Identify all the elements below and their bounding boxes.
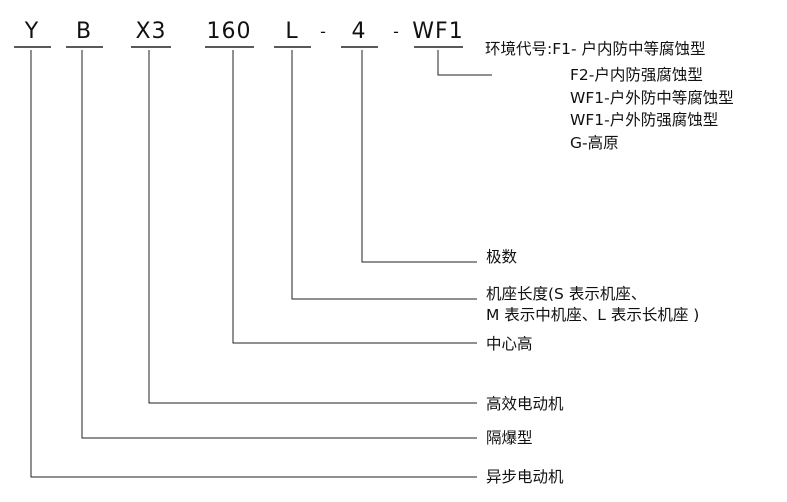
code-x3: X3 xyxy=(135,19,166,44)
label-env-line2: F2-户内防强腐蚀型 xyxy=(570,66,703,84)
code-length-l: L xyxy=(285,19,298,44)
separator-2: - xyxy=(393,22,399,41)
leader-center-height xyxy=(232,50,477,344)
leader-high-efficiency xyxy=(148,50,477,404)
label-env-line1: 环境代号:F1- 户内防中等腐蚀型 xyxy=(485,39,706,58)
leader-env xyxy=(437,50,492,76)
leader-poles xyxy=(361,50,477,263)
label-poles: 极数 xyxy=(486,248,518,266)
label-explosion-proof: 隔爆型 xyxy=(486,428,533,447)
label-env-line3: WF1-户外防中等腐蚀型 xyxy=(570,89,734,107)
label-center-height: 中心高 xyxy=(486,335,533,353)
separator-1: - xyxy=(320,22,326,41)
label-env-line4: WF1-户外防强腐蚀型 xyxy=(570,111,718,129)
code-poles-4: 4 xyxy=(352,19,367,44)
label-env-line5: G-高原 xyxy=(570,134,619,152)
label-high-efficiency: 高效电动机 xyxy=(486,395,564,413)
label-async-motor: 异步电动机 xyxy=(486,468,564,486)
code-frame-160: 160 xyxy=(207,19,252,44)
label-length-line2: M 表示中机座、L 表示长机座 ) xyxy=(486,306,699,324)
leader-length xyxy=(291,50,477,300)
leader-async-motor xyxy=(30,50,477,478)
label-length-line1: 机座长度(S 表示机座、 xyxy=(486,285,646,303)
leader-explosion-proof xyxy=(81,50,477,439)
code-b: B xyxy=(76,19,92,44)
code-y: Y xyxy=(24,19,39,44)
code-env-wf1: WF1 xyxy=(412,19,463,44)
